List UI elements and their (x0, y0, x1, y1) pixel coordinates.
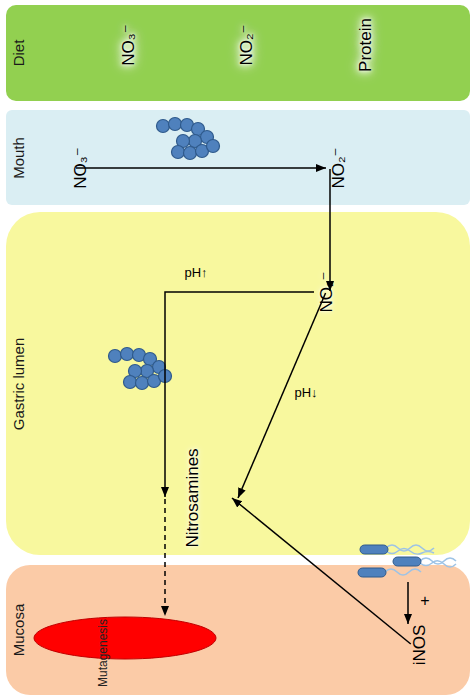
band-heading: Mouth (10, 137, 27, 179)
chemical-label: NO₃⁻ (116, 44, 124, 46)
node-text: Nitrosamines (183, 448, 203, 547)
chemical-label: NO₂⁻ (326, 167, 334, 169)
flow-arrow (329, 169, 331, 291)
ellipse-shape (34, 617, 216, 659)
rod-bacterium (358, 568, 386, 577)
node-text: NO₂⁻ (236, 24, 257, 65)
diet-band: NO₃⁻ NO₂⁻ Protein Diet (6, 5, 470, 101)
band-heading: Mucosa (10, 604, 27, 657)
gastric-lumen-band: NO₂⁻ Nitrosamines Gastric lumen (6, 212, 470, 555)
flagellum (385, 569, 421, 575)
connector-layer (76, 168, 411, 644)
enzyme-label: iNOS (408, 644, 416, 646)
node-text: NO₃⁻ (70, 147, 91, 188)
chemical-label: NO₂⁻ (314, 291, 322, 293)
node-text: iNOS (410, 625, 430, 666)
stimulation-arrow (407, 582, 409, 624)
flow-arrow (165, 292, 314, 497)
gastric-bacteria (109, 348, 172, 390)
node-text: NO₂⁻ (328, 147, 349, 188)
helicobacter-group (358, 545, 456, 624)
chemical-label: Nitrosamines (181, 497, 189, 499)
mucosa-band: Mutagenesis iNOS Mucosa (6, 565, 470, 695)
node-text: Protein (356, 18, 376, 72)
band-heading: Gastric lumen (10, 337, 27, 430)
node-text: NO₂⁻ (316, 271, 337, 312)
flagellum (420, 561, 456, 567)
chemical-label: NO₃⁻ (68, 167, 76, 169)
flagellum (386, 549, 434, 555)
mouth-band: NO₃⁻ NO₂⁻ Mouth (6, 110, 470, 205)
band-heading: Diet (10, 40, 27, 67)
chemical-label: NO₂⁻ (234, 44, 242, 46)
chemical-label: Protein (354, 44, 362, 46)
ellipse-outline (33, 616, 217, 660)
flow-arrow (238, 293, 326, 498)
flow-arrow (232, 498, 411, 644)
outcome-ellipse: Mutagenesis (33, 616, 217, 660)
rod-bacterium (393, 557, 421, 566)
flagellum (420, 558, 456, 564)
node-text: Mutagenesis (96, 619, 110, 687)
flow-arrow (164, 499, 166, 616)
flagellum (386, 545, 434, 551)
flow-arrow (76, 167, 326, 169)
oral-bacteria (157, 118, 220, 160)
node-text: NO₃⁻ (118, 24, 139, 65)
rod-bacterium (360, 545, 388, 554)
